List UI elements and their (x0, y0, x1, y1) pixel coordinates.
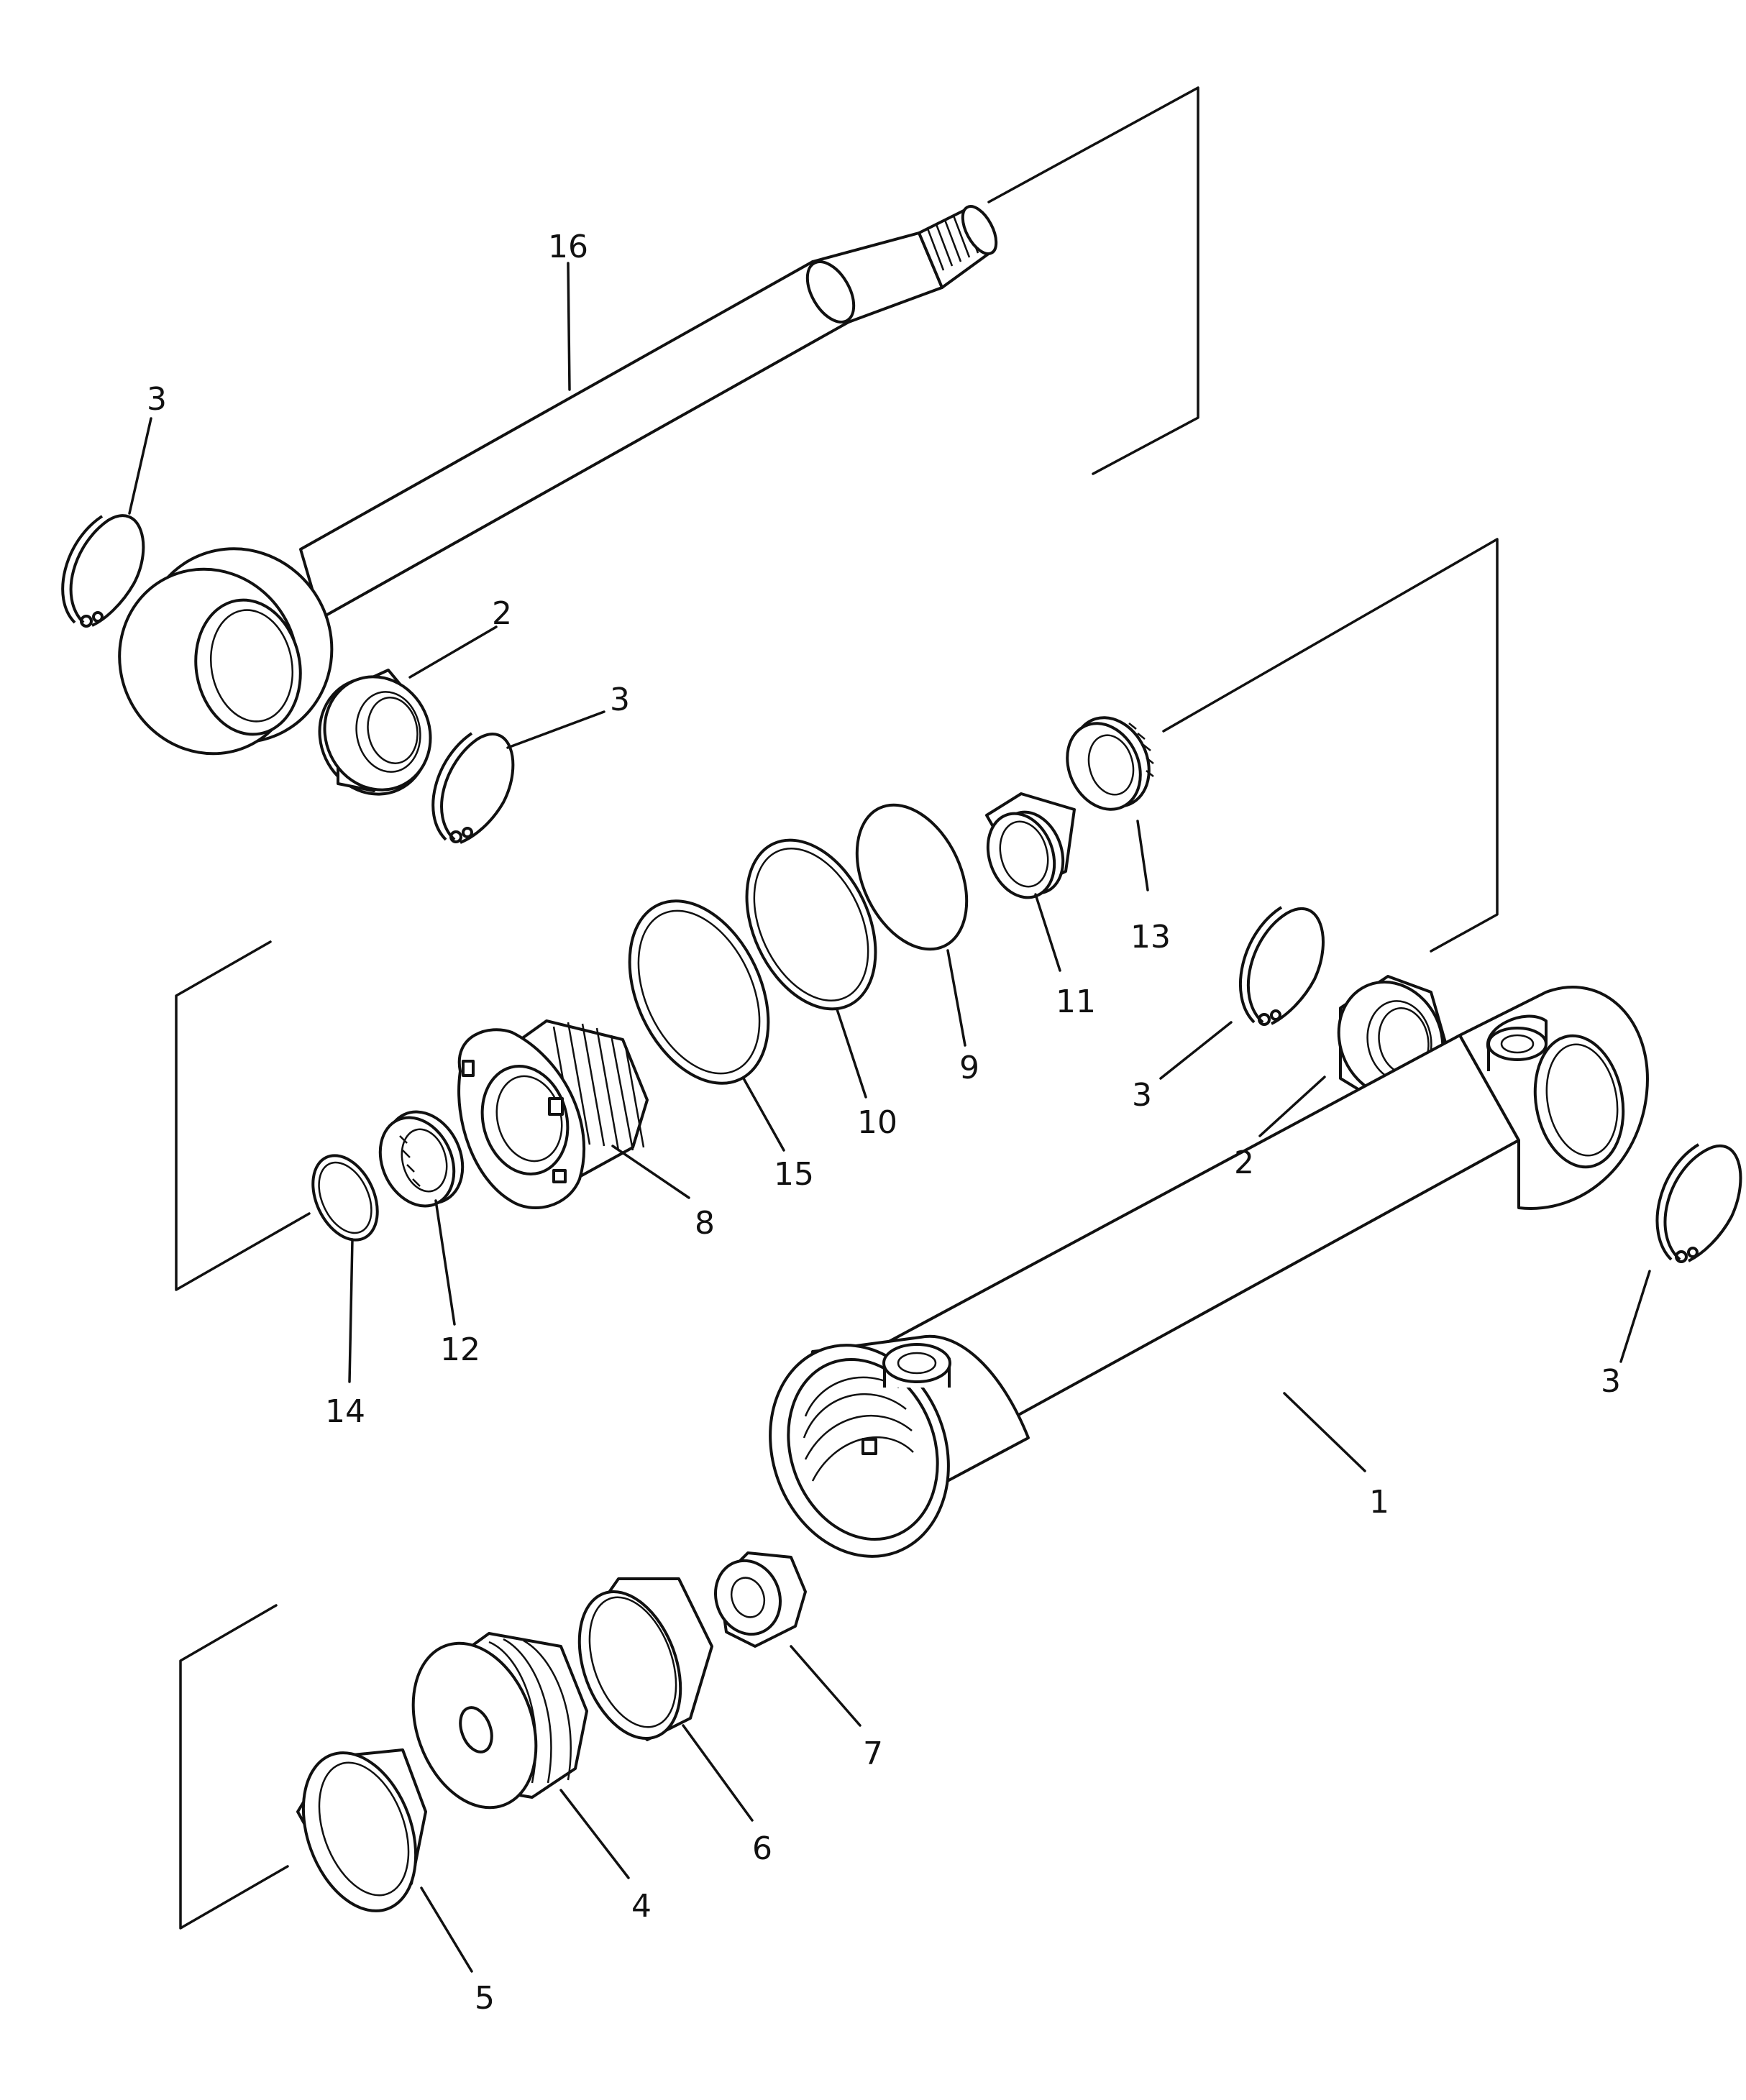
cylinder-tube (769, 986, 1649, 1558)
callout-13: 13 (1130, 919, 1171, 955)
snap-ring-rod-left (61, 514, 145, 628)
rod-seal (378, 1110, 465, 1208)
bracket-head-left (175, 940, 311, 1291)
callout-3-mid: 3 (1132, 1077, 1152, 1114)
callout-7: 7 (863, 1736, 883, 1772)
callout-12: 12 (440, 1331, 480, 1368)
bracket-piston (179, 1604, 289, 1930)
callout-2-mid: 2 (1234, 1145, 1254, 1181)
wiper-seal (1066, 716, 1154, 811)
callout-1: 1 (1369, 1484, 1389, 1521)
callout-11: 11 (1056, 983, 1096, 1020)
o-ring-9 (855, 803, 969, 951)
callout-labels: 16 3 2 3 13 11 9 10 15 8 12 14 3 2 3 1 7… (147, 229, 1621, 2017)
head-bushing (985, 792, 1076, 899)
callout-4: 4 (631, 1888, 652, 1925)
callout-3-rod-right: 3 (610, 682, 630, 718)
callout-3-right: 3 (1601, 1363, 1621, 1400)
callout-10: 10 (857, 1104, 897, 1141)
backup-ring-10 (745, 838, 877, 1011)
callout-8: 8 (695, 1205, 715, 1242)
callout-3-rod-left: 3 (147, 381, 167, 418)
callout-9: 9 (959, 1050, 979, 1086)
piston (411, 1632, 588, 1810)
leader-lines (128, 262, 1651, 1973)
callout-15: 15 (774, 1156, 814, 1193)
wear-ring (577, 1577, 713, 1741)
piston-rod (118, 205, 998, 756)
piston-seal (296, 1748, 427, 1912)
o-ring-15 (628, 899, 770, 1085)
bracket-head (1162, 538, 1499, 953)
callout-6: 6 (752, 1830, 772, 1867)
bushing-rod (318, 669, 432, 796)
bracket-rod (987, 86, 1199, 475)
snap-ring-right (1655, 1143, 1742, 1263)
callout-2-rod: 2 (492, 595, 512, 632)
callout-5: 5 (475, 1980, 495, 2017)
hex-nut (713, 1551, 807, 1648)
callout-14: 14 (325, 1393, 365, 1430)
snap-ring-small (311, 1154, 379, 1242)
snap-ring-mid (1238, 906, 1325, 1026)
cylinder-head (457, 1019, 649, 1209)
snap-ring-rod-right (431, 732, 515, 844)
callout-16: 16 (548, 229, 588, 265)
